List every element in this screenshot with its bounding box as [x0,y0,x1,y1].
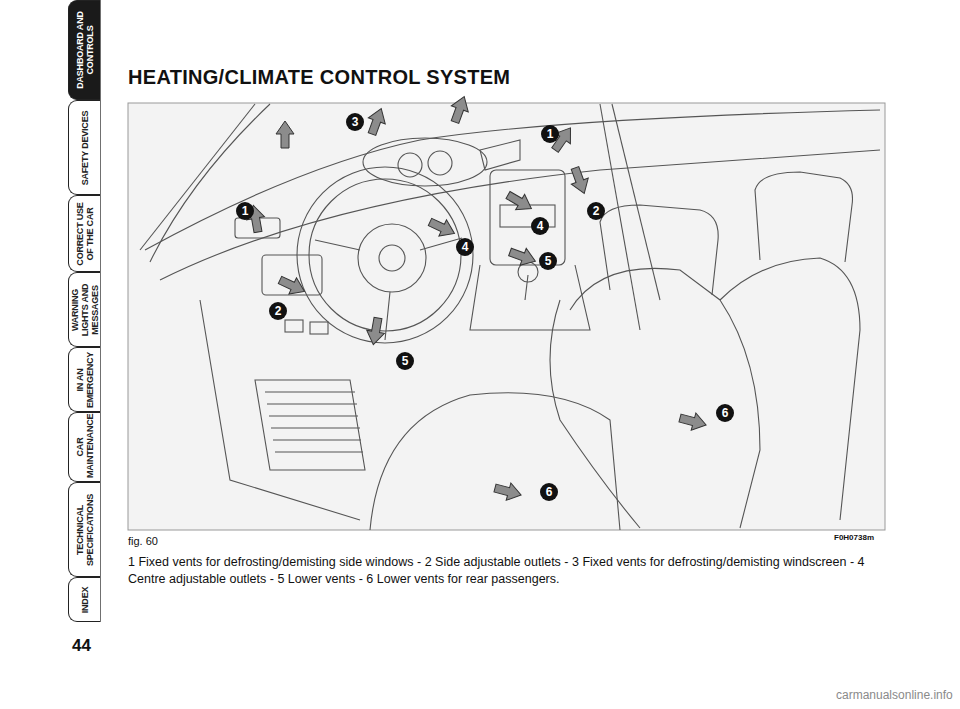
figure-caption: 1 Fixed vents for defrosting/demisting s… [128,554,885,588]
callout-number: 3 [346,113,364,131]
callout-number: 5 [396,352,414,370]
figure-number: fig. 60 [128,535,158,547]
section-tab: CAR MAINTENANCE [68,412,100,482]
tab-label: DASHBOARD AND CONTROLS [75,4,95,96]
section-tab: INDEX [68,577,100,622]
callout-number: 1 [236,202,254,220]
callout-number: 2 [587,202,605,220]
callout-number: 5 [539,252,557,270]
tab-label: CORRECT USE OF THE CAR [75,199,95,268]
tab-label: CAR MAINTENANCE [75,416,95,478]
page-title: HEATING/CLIMATE CONTROL SYSTEM [128,66,510,89]
tab-label: SAFETY DEVICES [80,104,90,191]
callout-number: 2 [269,302,287,320]
callout-number: 6 [716,404,734,422]
figure-frame [128,103,885,530]
tab-label: WARNING LIGHTS AND MESSAGES [70,276,100,343]
section-tab: WARNING LIGHTS AND MESSAGES [68,272,100,347]
page-number: 44 [72,636,91,656]
image-code: F0H0738m [834,533,874,542]
tab-label: IN AN EMERGENCY [75,351,95,408]
tab-label: INDEX [80,581,90,618]
tab-label: TECHNICAL SPECIFICATIONS [75,486,95,573]
section-tab: TECHNICAL SPECIFICATIONS [68,482,100,577]
watermark: carmanualsonline.info [836,688,953,702]
callout-number: 4 [456,238,474,256]
section-tab: DASHBOARD AND CONTROLS [68,0,100,100]
section-tab: IN AN EMERGENCY [68,347,100,412]
section-tab: SAFETY DEVICES [68,100,100,195]
airflow-arrows [244,94,708,504]
callout-number: 6 [540,483,558,501]
car-interior [140,104,880,530]
section-tab: CORRECT USE OF THE CAR [68,195,100,272]
callout-number: 4 [531,217,549,235]
callout-number: 1 [541,125,559,143]
